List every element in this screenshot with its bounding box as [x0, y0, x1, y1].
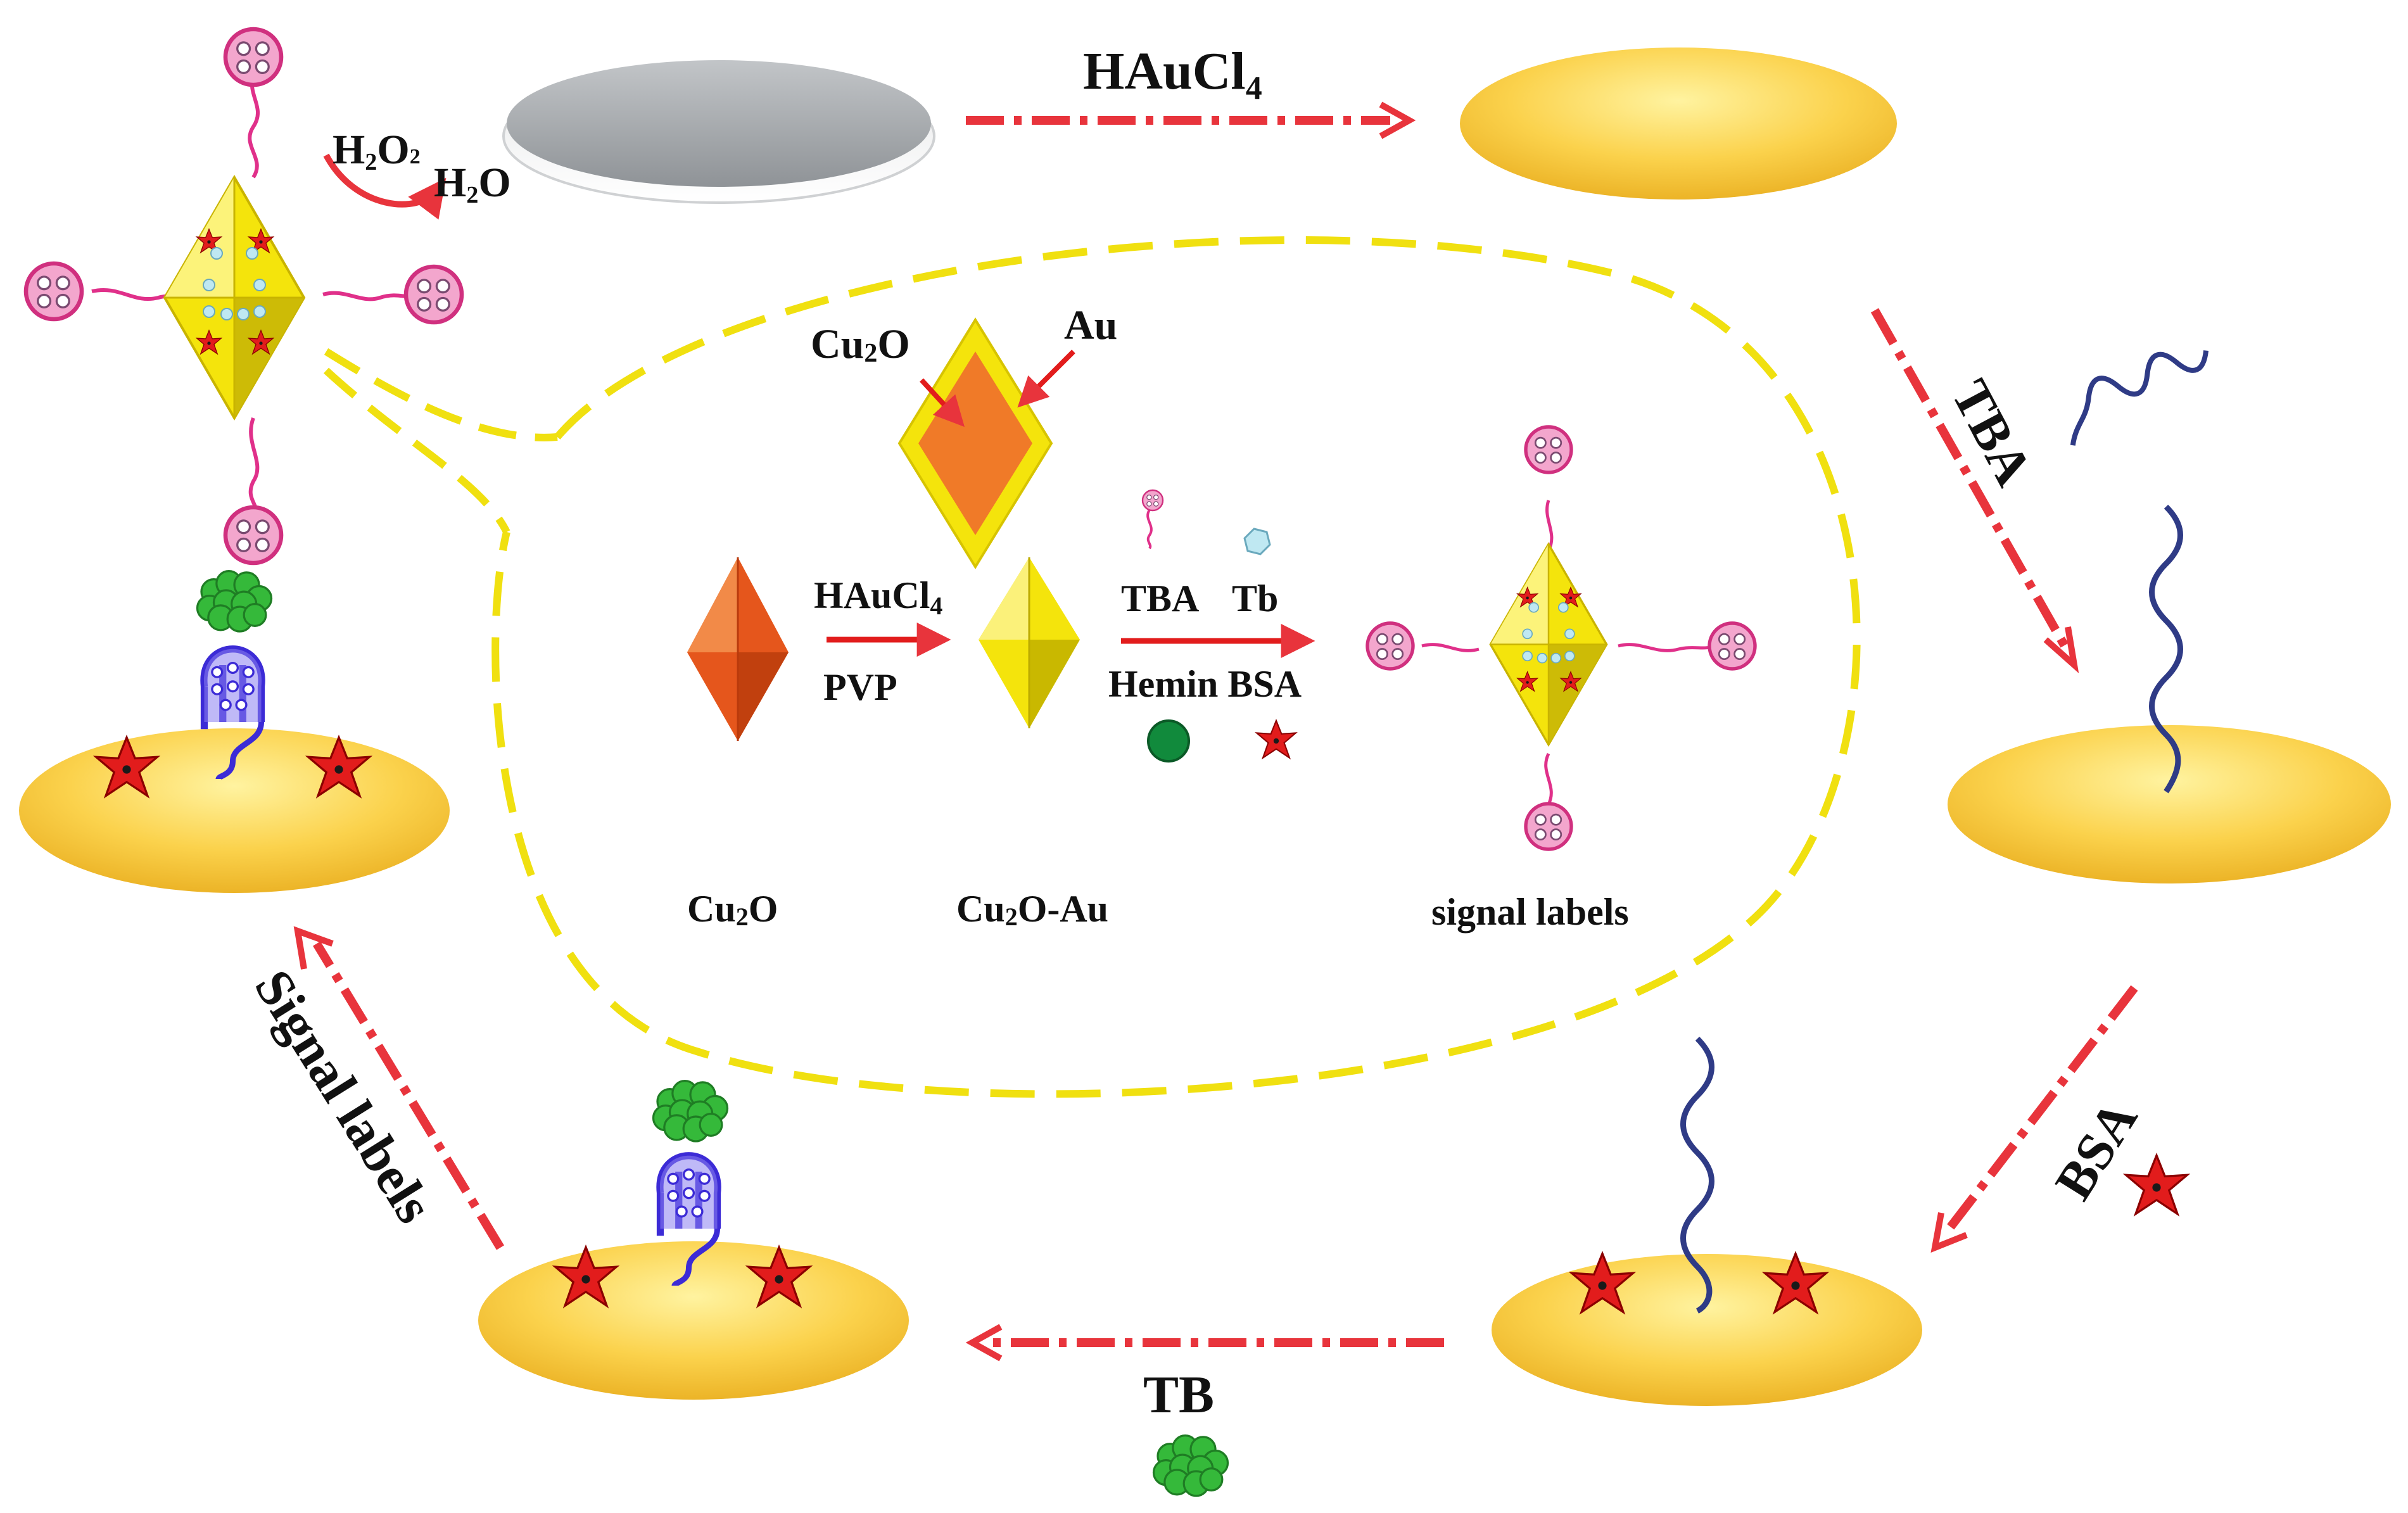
caption-cu2o: Cu: [687, 888, 736, 930]
step2-label: TBA: [1940, 370, 2043, 495]
signal-label-assembly-topleft: H2O2 H2O: [26, 29, 511, 563]
svg-text:Cu2O: Cu2O: [811, 321, 910, 368]
tba-strand-right: [322, 267, 462, 322]
svg-text:Cu2O-Au: Cu2O-Au: [956, 888, 1108, 931]
tba-strand-top: [225, 29, 281, 179]
step1-label: HAuCl: [1083, 42, 1246, 101]
thrombin-bound-icon-final: [196, 570, 273, 633]
step-arrow-tb: TB: [965, 1324, 1444, 1497]
svg-text:H2O: H2O: [434, 160, 511, 208]
thrombin-bound-icon: [652, 1080, 729, 1143]
step-arrow-tba: TBA: [1870, 308, 2209, 674]
inset-outline: [323, 236, 1861, 1098]
signal-label-inset: [1367, 427, 1755, 849]
cu2o-octahedron: [687, 557, 789, 741]
inset-arrow-1: HAuCl4 PVP: [814, 574, 951, 708]
step3-label: BSA: [2044, 1091, 2149, 1210]
tba-aptamer-icon: [2070, 350, 2209, 446]
gold-electrode-bsa: [1492, 1036, 1922, 1406]
tba-reagent-icon: [1141, 489, 1164, 550]
svg-text:HAuCl4: HAuCl4: [814, 574, 942, 620]
bsa-star-icon: [2124, 1154, 2189, 1215]
gold-electrode-tb: [478, 1080, 909, 1400]
gold-electrode-tba: [1948, 504, 2391, 883]
svg-text:Cu2O: Cu2O: [687, 888, 778, 931]
core-shell-particle: Cu2O Au: [811, 302, 1117, 569]
svg-text:HAuCl4: HAuCl4: [1083, 42, 1262, 106]
tba-reagent-label: TBA: [1121, 578, 1199, 619]
step-arrow-signal-labels: Signal labels: [243, 926, 504, 1250]
tba-dna-strand-2: [1680, 1036, 1714, 1314]
tb-reagent-label: Tb: [1232, 578, 1278, 619]
tba-dna-strand: [2149, 504, 2183, 794]
step-arrow-haucl4: HAuCl4: [966, 42, 1416, 139]
gold-electrode-final: [19, 570, 450, 893]
bare-electrode: [502, 60, 935, 204]
signal-label-core-topleft: [165, 177, 304, 418]
bsa-reagent-icon: [1256, 719, 1296, 759]
step5-label: Signal labels: [243, 960, 445, 1233]
caption-signal-labels: signal labels: [1431, 891, 1629, 933]
hemin-icon: [1147, 719, 1190, 763]
gold-electrode-1: [1460, 47, 1897, 199]
svg-text:H2O2: H2O2: [333, 127, 421, 175]
hemin-bsa-label: Hemin BSA: [1108, 663, 1302, 705]
tba-strand-bottom: [225, 417, 281, 563]
au-callout-label: Au: [1064, 302, 1117, 348]
step4-label: TB: [1143, 1365, 1214, 1424]
pvp-label: PVP: [823, 666, 897, 708]
step-arrow-bsa: BSA: [1930, 985, 2189, 1253]
h2o2-reaction: H2O2 H2O: [323, 127, 511, 220]
tb-reagent-icon: [1243, 528, 1271, 555]
caption-cu2o-au: Cu: [956, 888, 1005, 930]
inset-content: Cu2O Au HAuCl4 PVP: [687, 302, 1755, 933]
thrombin-icon: [1152, 1434, 1229, 1497]
inset-arrow-2: TBA Tb Hemin BSA: [1108, 578, 1315, 705]
cu2o-au-octahedron: [979, 557, 1080, 728]
